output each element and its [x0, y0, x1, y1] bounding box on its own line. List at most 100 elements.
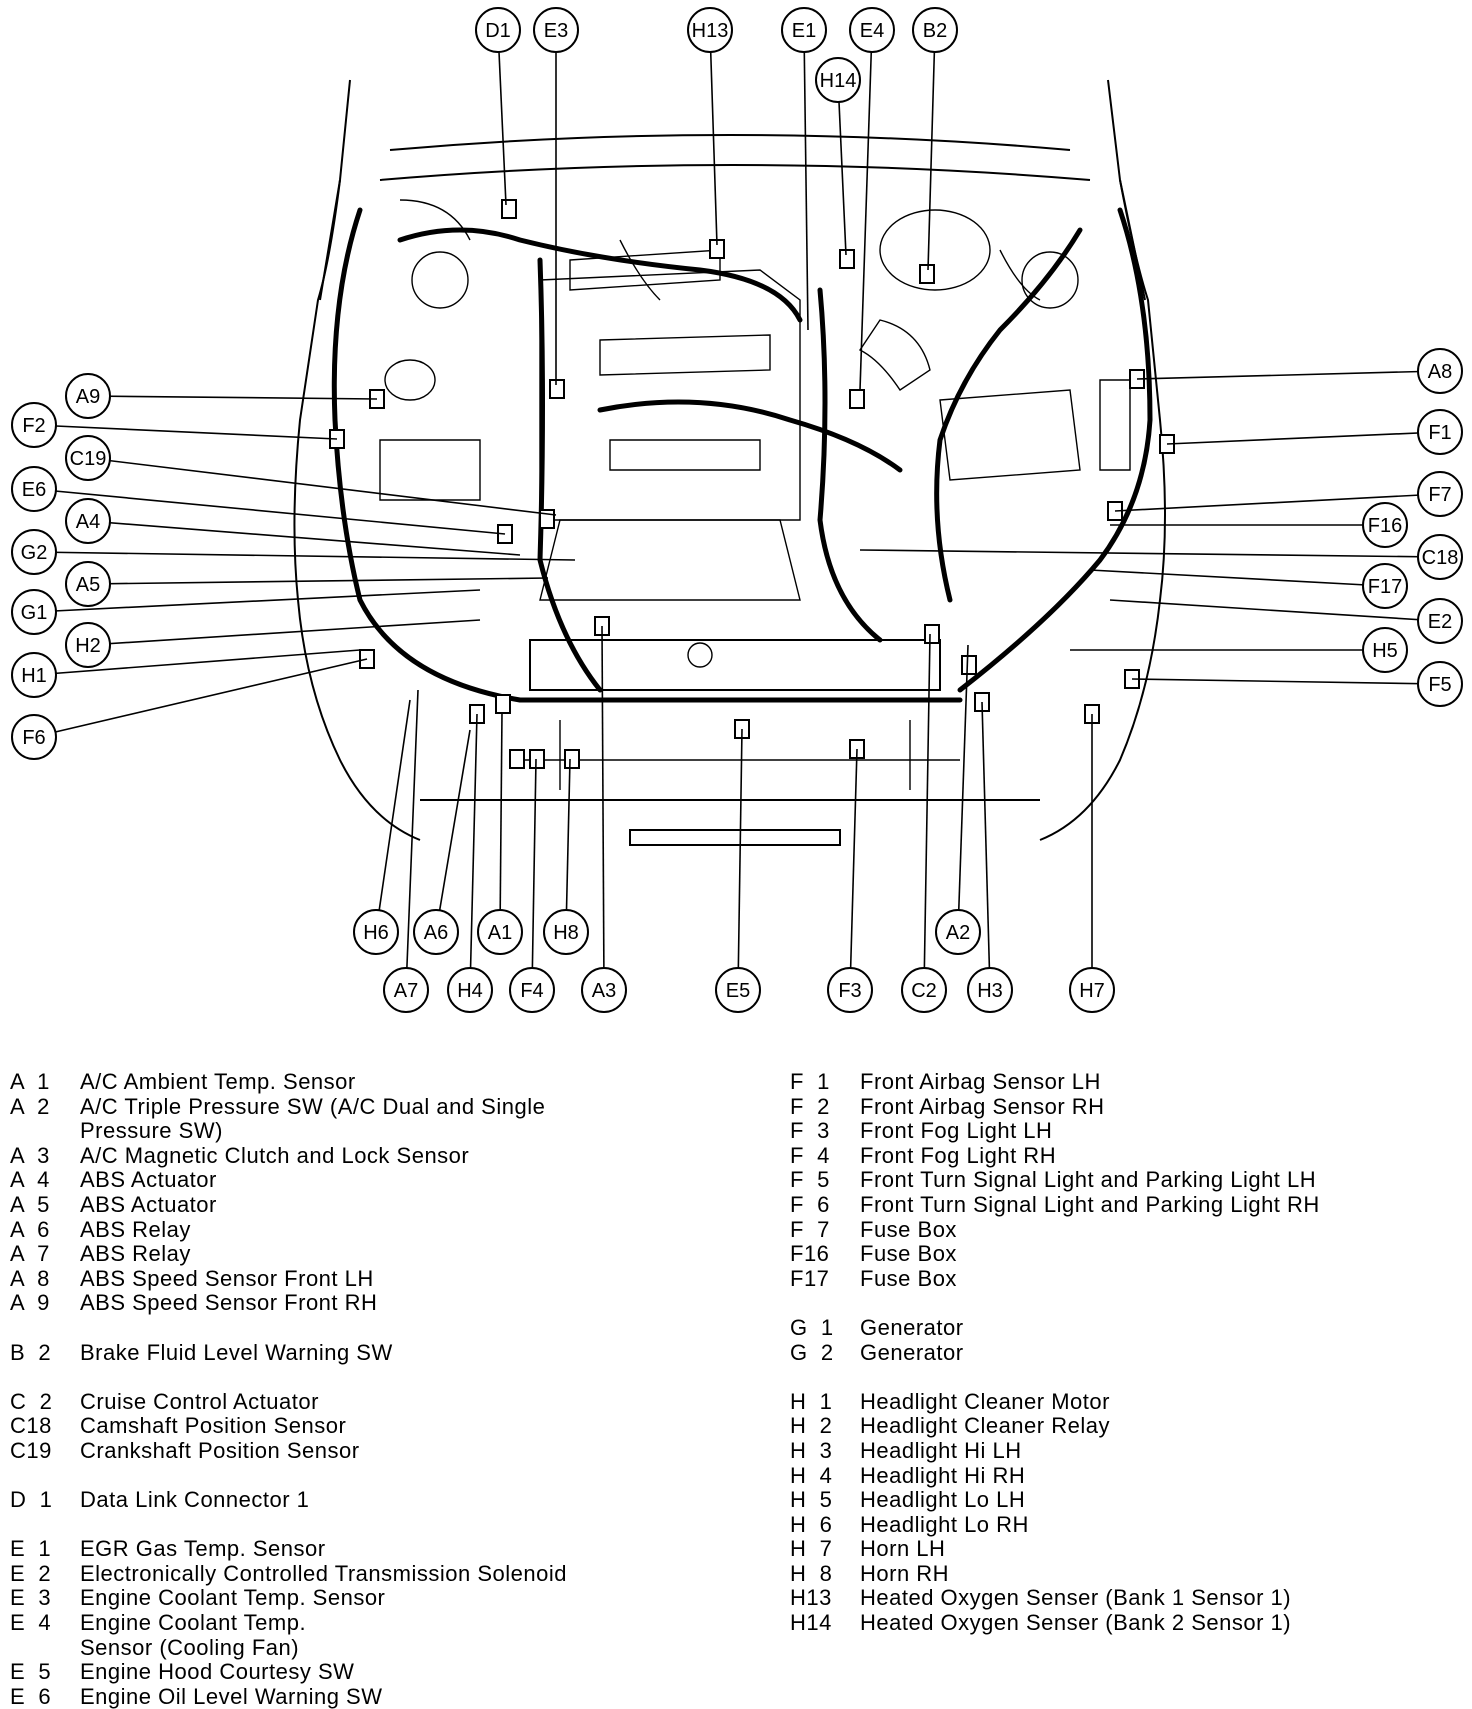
- callout-f17: F17: [1362, 563, 1408, 609]
- legend-row: Pressure SW): [10, 1119, 770, 1144]
- callout-label: G1: [21, 602, 48, 624]
- leader-line-a7: [405, 689, 419, 991]
- callout-label: A1: [488, 922, 512, 944]
- callout-a8: A8: [1417, 348, 1463, 394]
- legend-row: F17 Fuse Box: [790, 1265, 1470, 1292]
- legend-code: A 5: [10, 1191, 50, 1217]
- callout-f2: F2: [11, 402, 57, 448]
- callout-label: F1: [1428, 422, 1451, 444]
- legend-code: H14: [790, 1610, 832, 1636]
- legend-code: F 7: [790, 1216, 830, 1242]
- legend-row: F 5 Front Turn Signal Light and Parking L…: [790, 1168, 1470, 1193]
- legend-code: H 2: [790, 1413, 833, 1439]
- leader-line-h8: [565, 758, 571, 933]
- callout-a7: A7: [383, 967, 429, 1013]
- callout-circle: [65, 622, 111, 668]
- callout-label: A5: [76, 574, 100, 596]
- legend-code: H 1: [790, 1388, 833, 1414]
- leader-line-d1: [497, 29, 507, 206]
- callout-label: E6: [22, 479, 46, 501]
- callout-label: A6: [424, 922, 448, 944]
- legend-row: [10, 1316, 770, 1341]
- callout-label: C18: [1422, 547, 1459, 569]
- leader-line-h13: [709, 29, 718, 246]
- legend-code: F 5: [790, 1167, 830, 1193]
- callout-label: H3: [977, 980, 1003, 1002]
- legend-description: Front Turn Signal Light and Parking Ligh…: [860, 1167, 1317, 1193]
- callout-e2: E2: [1417, 598, 1463, 644]
- callout-c2: C2: [901, 967, 947, 1013]
- leader-line-e4: [859, 29, 873, 391]
- legend-code: E 6: [10, 1683, 52, 1709]
- callout-c19: C19: [65, 435, 111, 481]
- legend-description: Generator: [860, 1314, 964, 1340]
- legend-row: Sensor (Cooling Fan): [10, 1635, 770, 1661]
- legend-description: Data Link Connector 1: [80, 1487, 310, 1513]
- callout-f1: F1: [1417, 409, 1463, 455]
- callout-circle: [1362, 627, 1408, 673]
- callout-label: A4: [76, 511, 100, 533]
- legend-code: G 1: [790, 1314, 834, 1340]
- legend-description: ABS Speed Sensor Front LH: [80, 1265, 374, 1291]
- legend-code: E 1: [10, 1536, 52, 1562]
- callout-circle: [815, 57, 861, 103]
- legend-code: A 6: [10, 1216, 50, 1242]
- callout-e5: E5: [715, 967, 761, 1013]
- legend-description: Horn RH: [860, 1560, 950, 1586]
- legend-code: A 2: [10, 1093, 50, 1119]
- legend-code: C18: [10, 1413, 52, 1439]
- legend-description: Fuse Box: [860, 1241, 957, 1267]
- legend-code: F17: [790, 1265, 830, 1291]
- callout-h8: H8: [543, 909, 589, 955]
- legend-description: Fuse Box: [860, 1265, 957, 1291]
- callout-circle: [1417, 598, 1463, 644]
- callout-h7: H7: [1069, 967, 1115, 1013]
- callout-b2: B2: [912, 7, 958, 53]
- callout-circle: [413, 909, 459, 955]
- legend-description: Engine Hood Courtesy SW: [80, 1659, 355, 1685]
- callout-label: A8: [1428, 361, 1452, 383]
- legend-code: C19: [10, 1437, 52, 1463]
- callout-label: F6: [22, 727, 45, 749]
- callout-circle: [1362, 563, 1408, 609]
- leader-line-e1: [803, 29, 809, 331]
- callout-circle: [1417, 661, 1463, 707]
- callout-e6: E6: [11, 466, 57, 512]
- callout-label: F7: [1428, 484, 1451, 506]
- callout-circle: [901, 967, 947, 1013]
- leader-line-a2: [957, 644, 969, 933]
- legend-description: Engine Coolant Temp. Sensor: [80, 1585, 386, 1611]
- callout-f4: F4: [509, 967, 555, 1013]
- leader-line-h4: [469, 713, 478, 991]
- callout-label: D1: [485, 20, 511, 42]
- legend-code: H 6: [790, 1511, 833, 1537]
- callout-circle: [1417, 348, 1463, 394]
- legend-code: F16: [790, 1241, 830, 1267]
- callout-circle: [353, 909, 399, 955]
- leader-lines: [33, 29, 1441, 991]
- legend-code: B 2: [10, 1339, 52, 1365]
- legend-description: Headlight Lo RH: [860, 1511, 1029, 1537]
- legend-description: Generator: [860, 1339, 964, 1365]
- legend-description: Front Fog Light RH: [860, 1142, 1057, 1168]
- wire-harness: [331, 199, 1153, 703]
- callout-h3: H3: [967, 967, 1013, 1013]
- legend-row: [10, 1513, 770, 1538]
- legend-description: Front Fog Light LH: [860, 1118, 1053, 1144]
- legend-description: Crankshaft Position Sensor: [80, 1437, 360, 1463]
- callout-label: H13: [692, 20, 729, 42]
- legend-description: Front Airbag Sensor RH: [860, 1093, 1105, 1119]
- callout-h4: H4: [447, 967, 493, 1013]
